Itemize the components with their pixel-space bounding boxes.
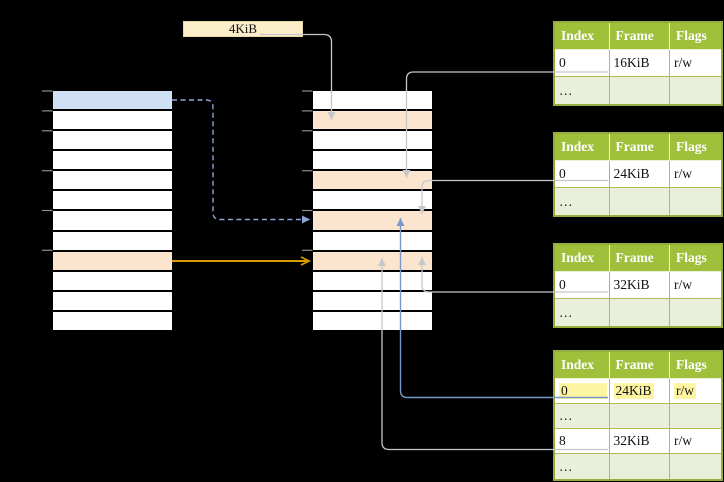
pt-cell-frame [609, 77, 670, 104]
pt-cell-frame [609, 188, 670, 215]
physical-frame-row [313, 131, 432, 152]
physical-frame-row [313, 211, 432, 232]
pt-cell-frame: 32KiB [609, 272, 670, 299]
pt-cell-frame [609, 404, 670, 429]
pt-header-flags: Flags [670, 23, 721, 50]
pt-cell-index: 0 [555, 272, 610, 299]
pt-header-frame: Frame [609, 352, 670, 379]
pt-header-frame: Frame [609, 134, 670, 161]
pt-header-index: Index [555, 245, 610, 272]
level2-table-entry-row [53, 211, 172, 232]
level2-table-entry-row [53, 171, 172, 192]
physical-frame-row [313, 271, 432, 292]
physical-frame-row [313, 91, 432, 112]
pt-cell-index: 0 [555, 50, 610, 77]
pt-cell-flags [670, 77, 721, 104]
pt-header-index: Index [555, 23, 610, 50]
pt-header-frame: Frame [609, 245, 670, 272]
pt-cell-index: … [555, 77, 610, 104]
physical-frame-row [313, 171, 432, 192]
pt-cell-flags [670, 404, 721, 429]
level2-table-entry-row [53, 111, 172, 132]
physical-frame-row [313, 311, 432, 330]
pt-cell-index: 0 [555, 161, 610, 188]
level2-table-entry-row [53, 251, 172, 272]
pt-cell-flags: r/w [670, 161, 721, 188]
pt-cell-flags [670, 454, 721, 479]
pt-cell-flags: r/w [670, 379, 721, 404]
pt-header-flags: Flags [670, 245, 721, 272]
level2-table-entry-row [53, 151, 172, 172]
pt-cell-flags: r/w [670, 429, 721, 454]
pt-cell-frame: 32KiB [609, 429, 670, 454]
level2-table-entry-row [53, 311, 172, 330]
pt-header-index: Index [555, 134, 610, 161]
pt-header-frame: Frame [609, 23, 670, 50]
level2-table-entry-row [53, 131, 172, 152]
pt-cell-flags [670, 299, 721, 326]
pt-cell-flags: r/w [670, 272, 721, 299]
pt-cell-frame: 24KiB [609, 379, 670, 404]
pt-cell-index: … [555, 299, 610, 326]
physical-memory-column [313, 91, 432, 330]
pt-cell-index: … [555, 404, 610, 429]
connector-level2-entry0-dashed [172, 99, 310, 224]
frame-size-label-text: 4KiB [228, 21, 258, 36]
level2-table-entry-row [53, 191, 172, 212]
pt-cell-flags [670, 188, 721, 215]
physical-frame-row [313, 291, 432, 312]
pt-cell-index: … [555, 188, 610, 215]
physical-frame-row [313, 251, 432, 272]
level2-table-entry-row [53, 271, 172, 292]
frame-size-label: 4KiB [183, 21, 303, 37]
level2-table-entry-row [53, 231, 172, 252]
physical-frame-row [313, 111, 432, 132]
pt-cell-index: 8 [555, 429, 610, 454]
pt-cell-frame [609, 454, 670, 479]
pt-cell-index: 0 [555, 379, 610, 404]
pt-header-flags: Flags [670, 134, 721, 161]
pt-cell-frame: 16KiB [609, 50, 670, 77]
pt-header-index: Index [555, 352, 610, 379]
pt-cell-frame: 24KiB [609, 161, 670, 188]
pt-cell-frame [609, 299, 670, 326]
physical-frame-row [313, 151, 432, 172]
pt-cell-flags: r/w [670, 50, 721, 77]
pt-header-flags: Flags [670, 352, 721, 379]
level2-table-entry-row [53, 291, 172, 312]
physical-frame-row [313, 231, 432, 252]
pt-cell-index: … [555, 454, 610, 479]
level2-page-table-column [53, 91, 172, 330]
physical-frame-row [313, 191, 432, 212]
level2-table-entry-row [53, 91, 172, 112]
